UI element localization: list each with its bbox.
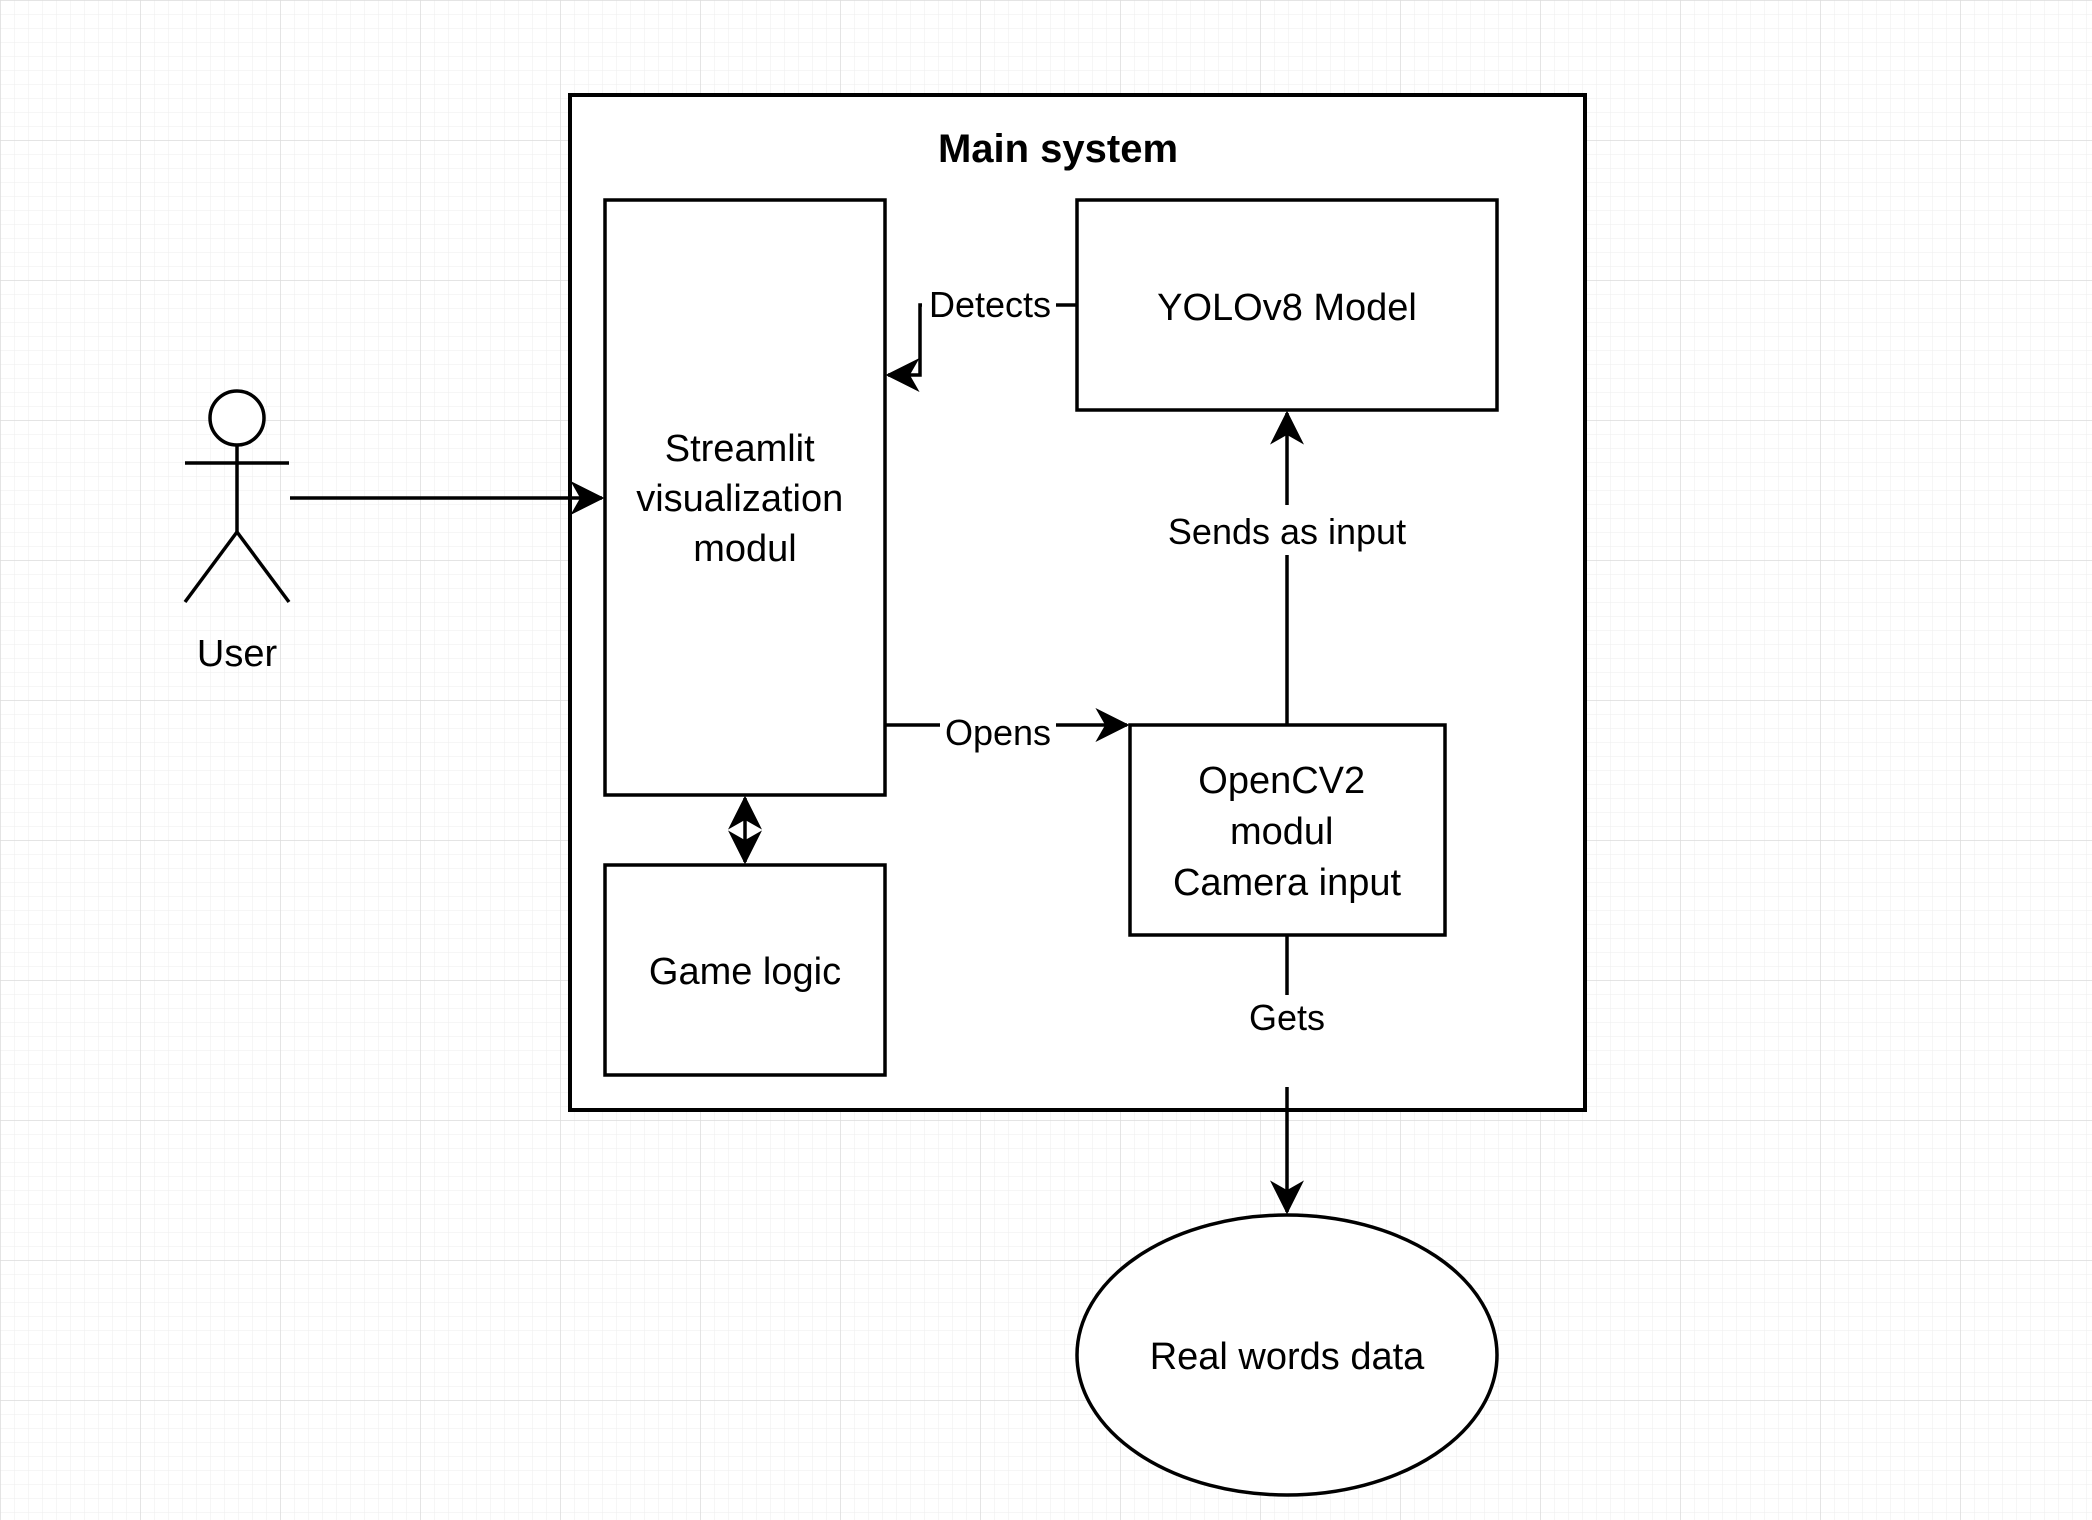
node-game-logic[interactable]: Game logic xyxy=(603,863,887,1077)
opencv-label-line-2: modul xyxy=(1230,811,1334,853)
node-real-words-data[interactable]: Real words data xyxy=(1075,1213,1499,1497)
streamlit-label-line-1: Streamlit xyxy=(665,428,815,470)
node-yolov8-model[interactable]: YOLOv8 Model xyxy=(1075,198,1499,412)
stick-figure-icon xyxy=(183,389,291,604)
edge-label-sends-as-input: Sends as input xyxy=(1168,511,1406,552)
game-logic-label: Game logic xyxy=(649,951,841,993)
edge-label-opens: Opens xyxy=(945,712,1051,753)
streamlit-label: Streamlit visualization modul xyxy=(636,428,854,570)
edge-streamlit-to-opencv[interactable]: Opens xyxy=(885,705,1130,753)
node-streamlit-visualization-modul[interactable]: Streamlit visualization modul xyxy=(603,198,887,797)
streamlit-label-line-2: visualization xyxy=(636,478,843,520)
edge-opencv-to-real-data[interactable]: Gets xyxy=(1235,935,1339,1215)
streamlit-label-line-3: modul xyxy=(693,528,797,570)
edge-label-gets: Gets xyxy=(1249,997,1325,1038)
yolo-label: YOLOv8 Model xyxy=(1157,287,1417,329)
opencv-label-line-3: Camera input xyxy=(1173,862,1402,904)
container-title: Main system xyxy=(938,127,1178,171)
edge-opencv-to-yolo[interactable]: Sends as input xyxy=(1155,410,1419,725)
edge-label-detects: Detects xyxy=(929,284,1051,325)
user-label: User xyxy=(197,633,278,675)
node-opencv2-modul[interactable]: OpenCV2 modul Camera input xyxy=(1128,723,1447,937)
opencv-label: OpenCV2 modul Camera input xyxy=(1173,760,1402,904)
real-data-label: Real words data xyxy=(1150,1336,1425,1378)
user-actor[interactable]: User xyxy=(183,389,291,675)
edge-yolo-to-streamlit[interactable]: Detects xyxy=(885,283,1077,392)
opencv-label-line-1: OpenCV2 xyxy=(1198,760,1365,802)
